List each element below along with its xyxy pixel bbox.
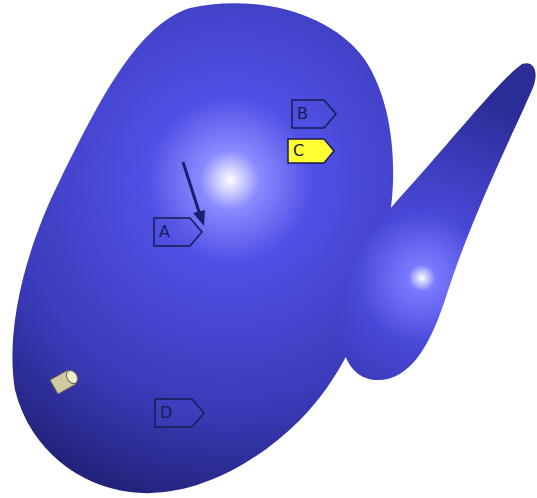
leader-arrow	[183, 162, 205, 226]
main-body	[12, 3, 393, 493]
tag-letter: B	[297, 106, 343, 122]
label-tag: C	[287, 138, 335, 164]
label-tag: D	[154, 398, 205, 428]
cone-body	[340, 63, 536, 380]
tag-letter: A	[159, 224, 209, 240]
label-tag: B	[291, 99, 337, 129]
tag-letter: D	[160, 405, 211, 421]
tag-letter: C	[293, 143, 341, 159]
label-tag: A	[153, 217, 203, 247]
pin-feature	[50, 368, 80, 394]
